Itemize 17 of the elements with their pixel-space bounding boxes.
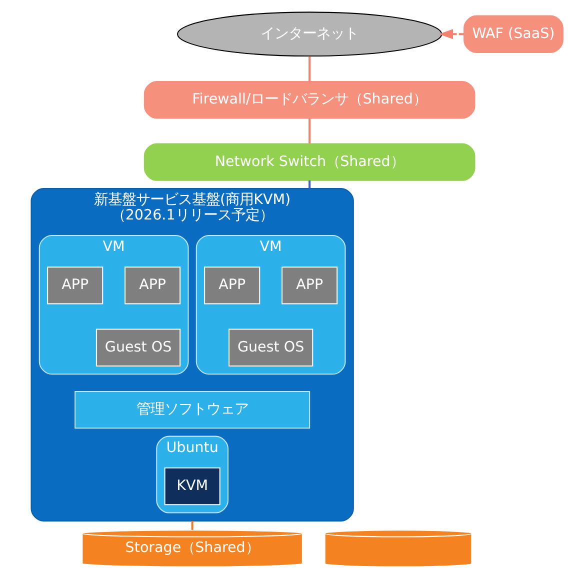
connector — [308, 118, 311, 144]
node-box: Network Switch（Shared） — [144, 143, 476, 181]
node-box: APP — [282, 266, 338, 304]
node-box: KVM — [164, 467, 220, 506]
node-box: WAF (SaaS) — [464, 15, 564, 53]
node-box: Firewall/ロードバランサ（Shared） — [144, 81, 476, 119]
node-box: Guest OS — [228, 328, 314, 366]
connector — [308, 180, 311, 189]
node-box: APP — [204, 266, 260, 304]
node-box: Guest OS — [96, 328, 181, 366]
node-box: APP — [47, 266, 104, 304]
node-box: 管理ソフトウェア — [74, 390, 310, 429]
arrow — [438, 29, 464, 40]
node-box: APP — [124, 266, 181, 304]
connector — [191, 520, 194, 530]
connector — [308, 56, 311, 82]
node-ellipse: インターネット — [177, 12, 442, 57]
